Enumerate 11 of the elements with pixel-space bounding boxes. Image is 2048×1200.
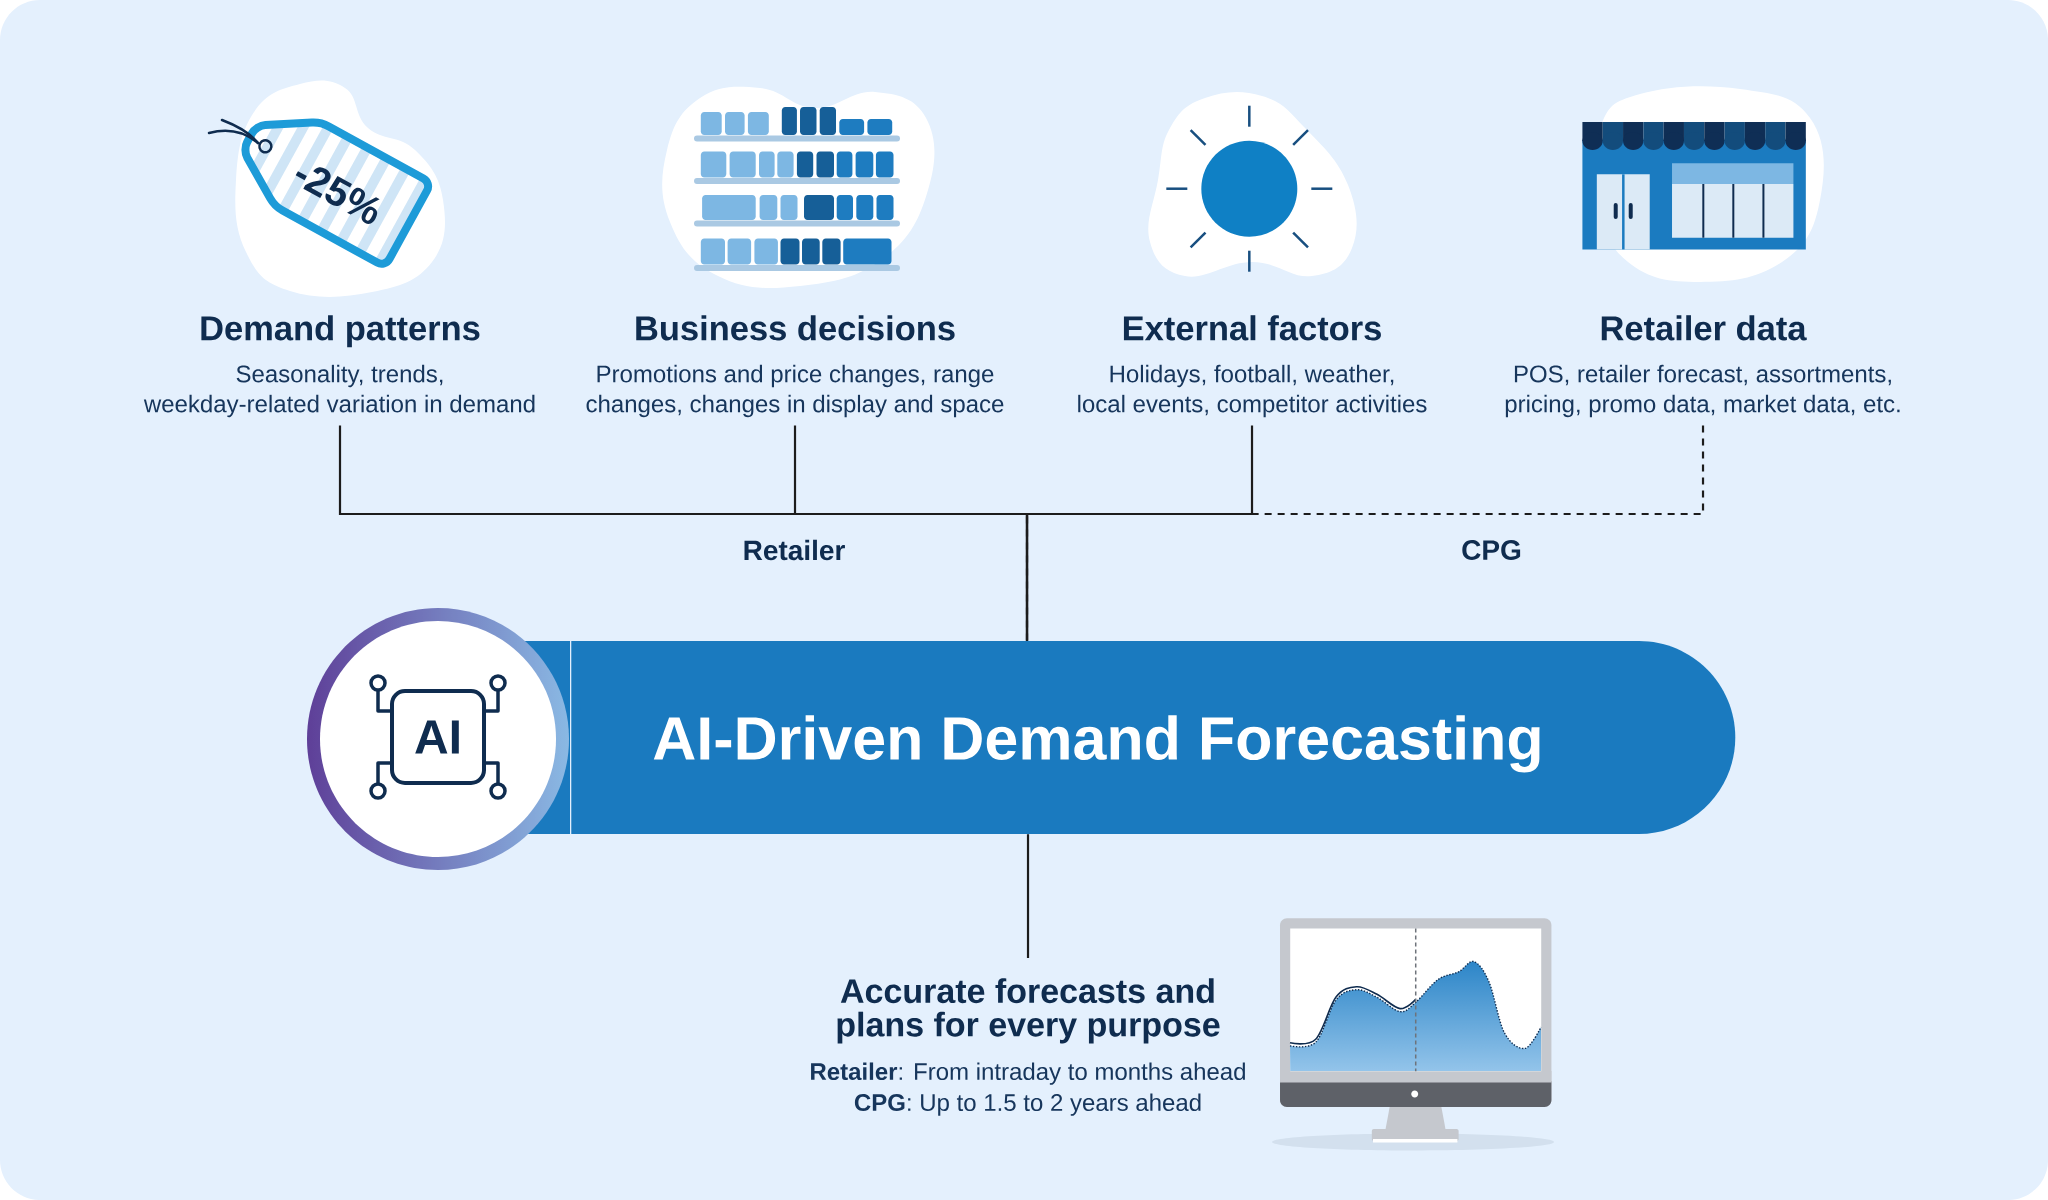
group-label: Retailer	[744, 539, 845, 561]
category-label: Demand patterns Seasonality, trends, weekday-related variation in demand	[143, 315, 535, 418]
group-label: CPG	[1462, 540, 1521, 560]
tag-text: -25%	[295, 167, 380, 224]
category-label: Business decisions Promotions and price changes, range changes, changes in display and space	[586, 315, 1004, 418]
category-label: External factors Holidays, football, weather, local events, competitor activities	[1078, 315, 1427, 418]
node-label: AI-Driven Demand Forecasting	[653, 715, 1540, 773]
connector-line	[1025, 425, 1254, 641]
connector-line	[1026, 834, 1030, 958]
summary-label: Accurate forecasts and plans for every purpose Retailer: From intraday to months ahead CPG: Up to 1.5 to 2 years ahead	[811, 978, 1245, 1116]
category-label: Retailer data POS, retailer forecast, assortments, pricing, promo data, market data, etc.	[1505, 315, 1900, 418]
